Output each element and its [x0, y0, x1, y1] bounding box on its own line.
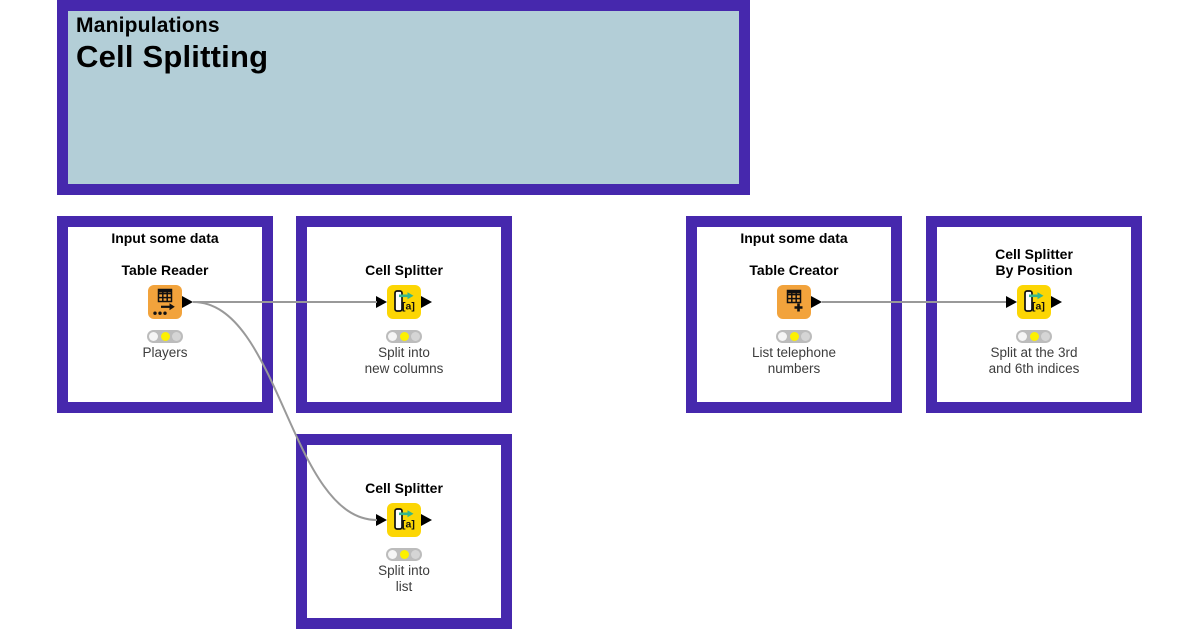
annotation-input-some-data-players: Input some data Table Reader	[57, 216, 273, 413]
svg-text:[a]: [a]	[1032, 301, 1045, 313]
svg-text:[a]: [a]	[402, 301, 415, 313]
traffic-light-bulb	[789, 332, 799, 341]
traffic-light-bulb	[1041, 332, 1050, 341]
node-row	[697, 285, 891, 319]
node-row	[68, 285, 262, 319]
traffic-light	[386, 330, 422, 343]
input-port	[1006, 296, 1017, 308]
cell-splitter-by-position-node[interactable]: [a]	[1017, 285, 1051, 319]
traffic-light-bulb	[399, 332, 409, 341]
cell-splitter-node[interactable]: [a]	[387, 285, 421, 319]
cell-splitter-icon: [a]	[394, 508, 415, 531]
annotation-input-some-data-telephone: Input some data Table Creator	[686, 216, 902, 413]
output-port	[182, 296, 193, 308]
input-port	[376, 296, 387, 308]
table-creator-node[interactable]	[777, 285, 811, 319]
table-creator-icon	[786, 289, 803, 312]
traffic-light-bulb	[801, 332, 810, 341]
node-row: [a]	[307, 285, 501, 319]
node-label: Split at the 3rd and 6th indices	[988, 345, 1080, 376]
traffic-light-bulb	[160, 332, 170, 341]
table-reader-icon	[153, 288, 175, 315]
traffic-light	[1016, 330, 1052, 343]
node-name-table-creator: Table Creator	[749, 262, 839, 278]
table-reader-node[interactable]	[148, 285, 182, 319]
traffic-light-bulb	[172, 332, 181, 341]
output-port	[811, 296, 822, 308]
cell-splitter-icon: [a]	[394, 290, 415, 313]
traffic-light	[147, 330, 183, 343]
node-row: [a]	[937, 285, 1131, 319]
annotation-cell-splitter-list: Cell Splitter [a] Split into list	[296, 434, 512, 629]
output-port	[421, 514, 432, 526]
node-label: Players	[142, 345, 188, 360]
cell-splitter-icon: [a]	[1024, 290, 1045, 313]
traffic-light-bulb	[149, 332, 158, 341]
svg-text:[a]: [a]	[402, 519, 415, 531]
node-name-cell-splitter-by-position: Cell Splitter By Position	[995, 246, 1073, 278]
cell-splitter-node[interactable]: [a]	[387, 503, 421, 537]
node-label: Split into new columns	[364, 345, 444, 376]
traffic-light-bulb	[399, 550, 409, 559]
node-row: [a]	[307, 503, 501, 537]
page-title: Cell Splitting	[76, 39, 269, 74]
traffic-light	[776, 330, 812, 343]
node-name-cell-splitter: Cell Splitter	[365, 480, 443, 496]
header-category: Manipulations	[76, 14, 220, 37]
node-name-table-reader: Table Reader	[121, 262, 209, 278]
traffic-light-bulb	[411, 332, 420, 341]
annotation-cell-splitter-columns: Cell Splitter [a] Split into new columns	[296, 216, 512, 413]
output-port	[1051, 296, 1062, 308]
node-label: List telephone numbers	[751, 345, 837, 376]
input-port	[376, 514, 387, 526]
traffic-light-bulb	[388, 550, 397, 559]
traffic-light-bulb	[1018, 332, 1027, 341]
traffic-light	[386, 548, 422, 561]
annotation-title: Input some data	[740, 230, 848, 246]
traffic-light-bulb	[778, 332, 787, 341]
annotation-cell-splitter-by-position: Cell Splitter By Position [a] Split at t…	[926, 216, 1142, 413]
traffic-light-bulb	[388, 332, 397, 341]
node-name-cell-splitter: Cell Splitter	[365, 262, 443, 278]
traffic-light-bulb	[1029, 332, 1039, 341]
traffic-light-bulb	[411, 550, 420, 559]
annotation-title: Input some data	[111, 230, 219, 246]
node-label: Split into list	[378, 563, 430, 594]
output-port	[421, 296, 432, 308]
header-annotation: Manipulations Cell Splitting	[57, 0, 750, 195]
